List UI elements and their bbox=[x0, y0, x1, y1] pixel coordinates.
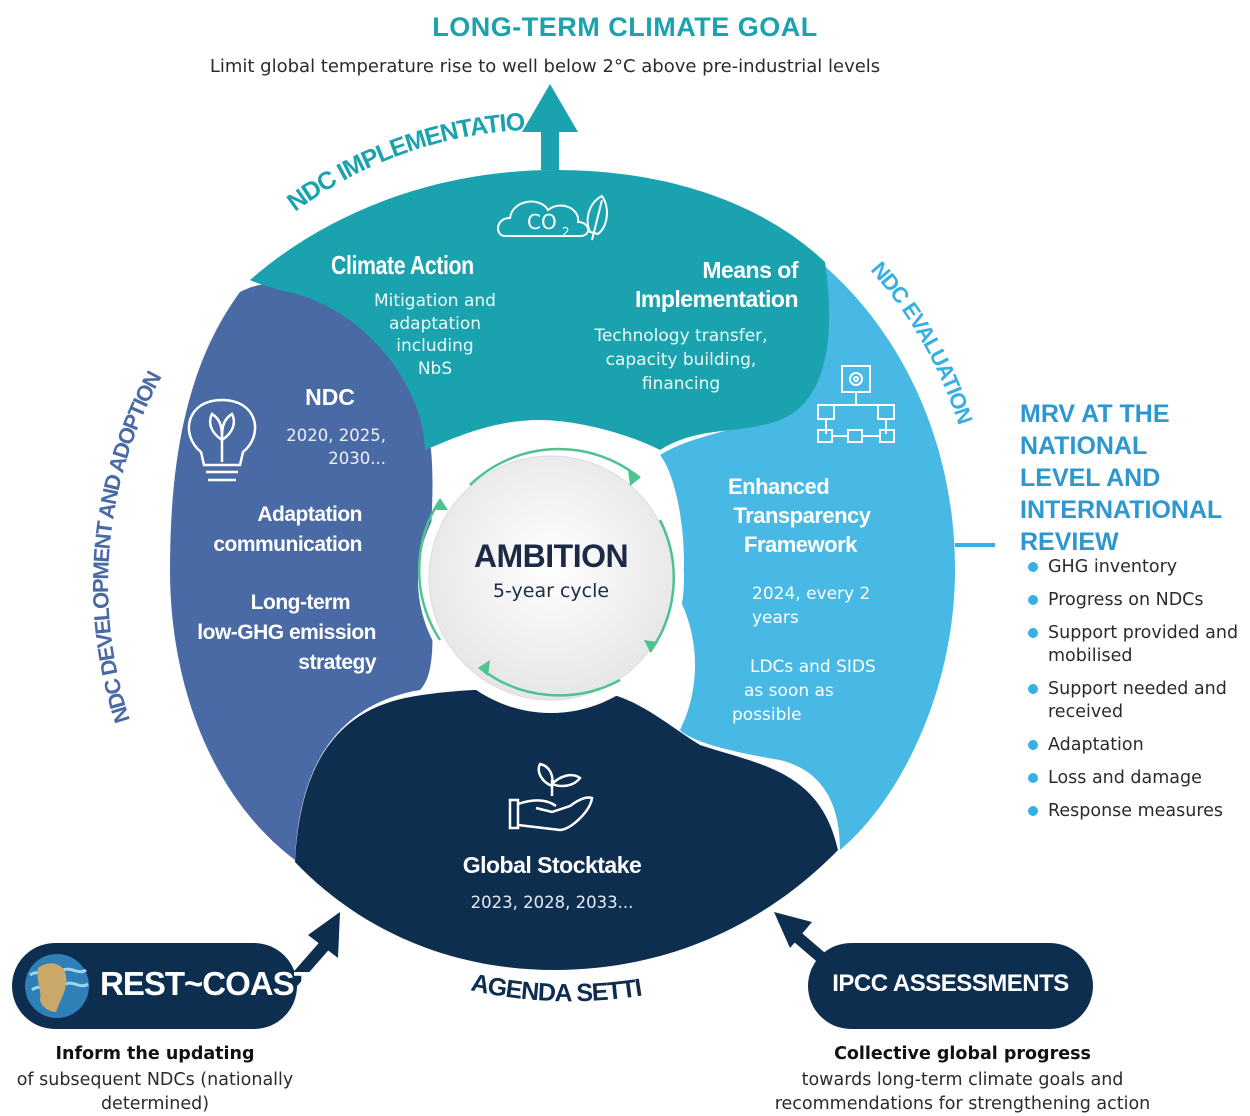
means-line: financing bbox=[641, 374, 721, 394]
ndc-title: NDC bbox=[305, 384, 355, 410]
long-term-line: low-GHG emission bbox=[197, 621, 376, 644]
co2-text: CO bbox=[527, 210, 557, 234]
etf-frequency: 2024, every 2 years bbox=[752, 582, 902, 630]
ndc-years: 2020, 2025, 2030... bbox=[262, 424, 386, 470]
center-circle bbox=[428, 455, 674, 701]
etf-ldc-line: possible bbox=[732, 705, 802, 725]
ipcc-badge bbox=[808, 943, 1093, 1029]
hand-plant-icon bbox=[508, 762, 594, 832]
ipcc-foot-line: towards long-term climate goals and bbox=[801, 1070, 1124, 1090]
mrv-title: MRV AT THE NATIONAL LEVEL AND INTERNATIO… bbox=[1020, 398, 1250, 558]
means-title-line: Implementation bbox=[635, 286, 798, 312]
climate-action-line: Mitigation and bbox=[374, 291, 496, 311]
long-term-strategy: Long-term low-GHG emission strategy bbox=[180, 588, 376, 678]
mrv-item: Loss and damage bbox=[1024, 767, 1250, 790]
restcoast-foot-line: of subsequent NDCs (nationally bbox=[16, 1070, 294, 1090]
mrv-list: GHG inventory Progress on NDCs Support p… bbox=[1024, 556, 1250, 833]
restcoast-label: REST~COAST bbox=[100, 965, 314, 1002]
segment-development bbox=[170, 283, 433, 860]
long-term-line: Long-term bbox=[250, 591, 351, 614]
climate-action-desc: Mitigation and adaptation including NbS bbox=[360, 290, 510, 380]
climate-action-line: including bbox=[396, 336, 474, 356]
long-term-line: strategy bbox=[298, 651, 376, 674]
mrv-item: Response measures bbox=[1024, 800, 1250, 823]
ndc-years-line: 2020, 2025, bbox=[286, 426, 386, 445]
mrv-item: Adaptation bbox=[1024, 734, 1250, 757]
etf-title: Enhanced Transparency Framework bbox=[722, 472, 882, 559]
means-desc: Technology transfer, capacity building, … bbox=[585, 324, 777, 396]
mrv-title-line: LEVEL AND bbox=[1020, 464, 1161, 492]
stocktake-years: 2023, 2028, 2033... bbox=[470, 893, 634, 912]
restcoast-badge bbox=[12, 943, 297, 1029]
etf-title-line: Transparency bbox=[733, 503, 871, 528]
network-gear-icon bbox=[817, 365, 895, 443]
etf-title-line: Enhanced bbox=[728, 474, 830, 499]
etf-ldc-line: as soon as bbox=[744, 681, 834, 701]
restcoast-foot-line: determined) bbox=[100, 1094, 210, 1114]
ipcc-foot-line: recommendations for strengthening action bbox=[774, 1094, 1151, 1114]
cycle-arrows bbox=[417, 447, 675, 697]
lightbulb-icon bbox=[187, 398, 257, 482]
segment-evaluation bbox=[660, 262, 955, 850]
climate-action-line: NbS bbox=[417, 358, 453, 379]
adaptation-comm-line: Adaptation bbox=[257, 503, 362, 526]
climate-action-line: adaptation bbox=[388, 313, 482, 334]
goal-subtitle: Limit global temperature rise to well be… bbox=[209, 56, 881, 77]
mrv-item: Support needed and received bbox=[1024, 678, 1250, 724]
ipcc-foot-bold: Collective global progress bbox=[834, 1044, 1091, 1064]
mrv-item: Progress on NDCs bbox=[1024, 589, 1250, 612]
co2-cloud-icon bbox=[497, 194, 608, 241]
etf-ldc-line: LDCs and SIDS bbox=[750, 657, 876, 677]
climate-action-title: Climate Action bbox=[331, 250, 474, 280]
center-title: AMBITION bbox=[473, 538, 629, 574]
mrv-title-line: REVIEW bbox=[1020, 528, 1119, 556]
restcoast-foot-bold: Inform the updating bbox=[55, 1044, 255, 1064]
goal-title: LONG-TERM CLIMATE GOAL bbox=[432, 12, 818, 42]
segment-implementation bbox=[250, 170, 830, 450]
means-title: Means of Implementation bbox=[600, 256, 798, 314]
cycle-arrowheads bbox=[434, 470, 658, 676]
center-subtitle: 5-year cycle bbox=[492, 580, 610, 602]
etf-freq-line: 2024, every 2 bbox=[752, 584, 871, 604]
restcoast-logo-icon bbox=[25, 954, 89, 1018]
etf-title-line: Framework bbox=[744, 532, 857, 557]
etf-freq-line: years bbox=[752, 608, 799, 628]
stocktake-title: Global Stocktake bbox=[462, 852, 642, 878]
adaptation-comm: Adaptation communication bbox=[192, 500, 362, 560]
goal-arrow bbox=[522, 84, 578, 170]
means-line: capacity building, bbox=[605, 350, 757, 370]
ndc-years-line: 2030... bbox=[328, 449, 386, 468]
ipcc-label: IPCC ASSESSMENTS bbox=[832, 970, 1069, 997]
mrv-item: GHG inventory bbox=[1024, 556, 1250, 579]
means-line: Technology transfer, bbox=[594, 326, 768, 346]
means-title-line: Means of bbox=[702, 257, 798, 283]
mrv-item: Support provided and mobilised bbox=[1024, 622, 1250, 668]
mrv-title-line: MRV AT THE NATIONAL bbox=[1020, 400, 1170, 460]
restcoast-foot: of subsequent NDCs (nationally determine… bbox=[0, 1068, 310, 1116]
adaptation-comm-line: communication bbox=[213, 533, 362, 556]
mrv-title-line: INTERNATIONAL bbox=[1020, 496, 1223, 524]
ipcc-foot: towards long-term climate goals and reco… bbox=[760, 1068, 1165, 1116]
etf-ldc: LDCs and SIDS as soon as possible bbox=[732, 655, 902, 727]
ring-label-development: NDC DEVELOPMENT AND ADOPTION bbox=[88, 367, 166, 726]
co2-sub: 2 bbox=[562, 225, 570, 239]
